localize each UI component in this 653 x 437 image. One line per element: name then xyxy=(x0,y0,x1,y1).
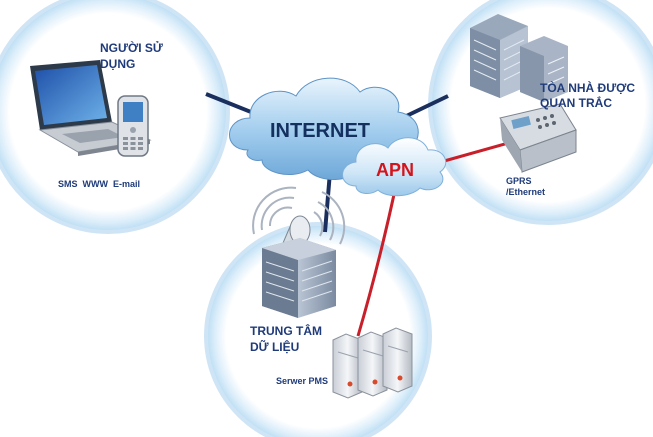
datacenter-title-line2: DỮ LIỆU xyxy=(250,339,299,354)
link-datacenter-internet xyxy=(323,171,332,233)
link-user-internet xyxy=(205,92,257,116)
server-rack-icon xyxy=(332,327,413,399)
datacenter-title-line1: TRUNG TÂM xyxy=(250,323,322,338)
building-title-line2: QUAN TRẮC xyxy=(540,95,612,110)
office-building-icon xyxy=(470,14,568,102)
internet-label: INTERNET xyxy=(270,120,370,142)
building-title-line1: TÒA NHÀ ĐƯỢC xyxy=(540,80,635,95)
server-building-icon xyxy=(262,238,336,318)
user-title-line1: NGƯỜI SỬ xyxy=(100,40,163,55)
user-title-line2: DỤNG xyxy=(100,57,135,71)
building-link-line1: GPRS xyxy=(506,176,532,186)
mobile-phone-icon xyxy=(117,95,149,157)
building-link-line2: /Ethernet xyxy=(506,187,545,197)
user-services-label: SMS WWW E-mail xyxy=(58,179,140,189)
link-apn-server xyxy=(356,189,397,337)
user-node-ring xyxy=(0,0,230,234)
server-label: Serwer PMS xyxy=(276,376,328,386)
monitoring-device-icon xyxy=(499,103,577,173)
apn-label: APN xyxy=(376,160,414,180)
apn-cloud xyxy=(342,137,447,197)
